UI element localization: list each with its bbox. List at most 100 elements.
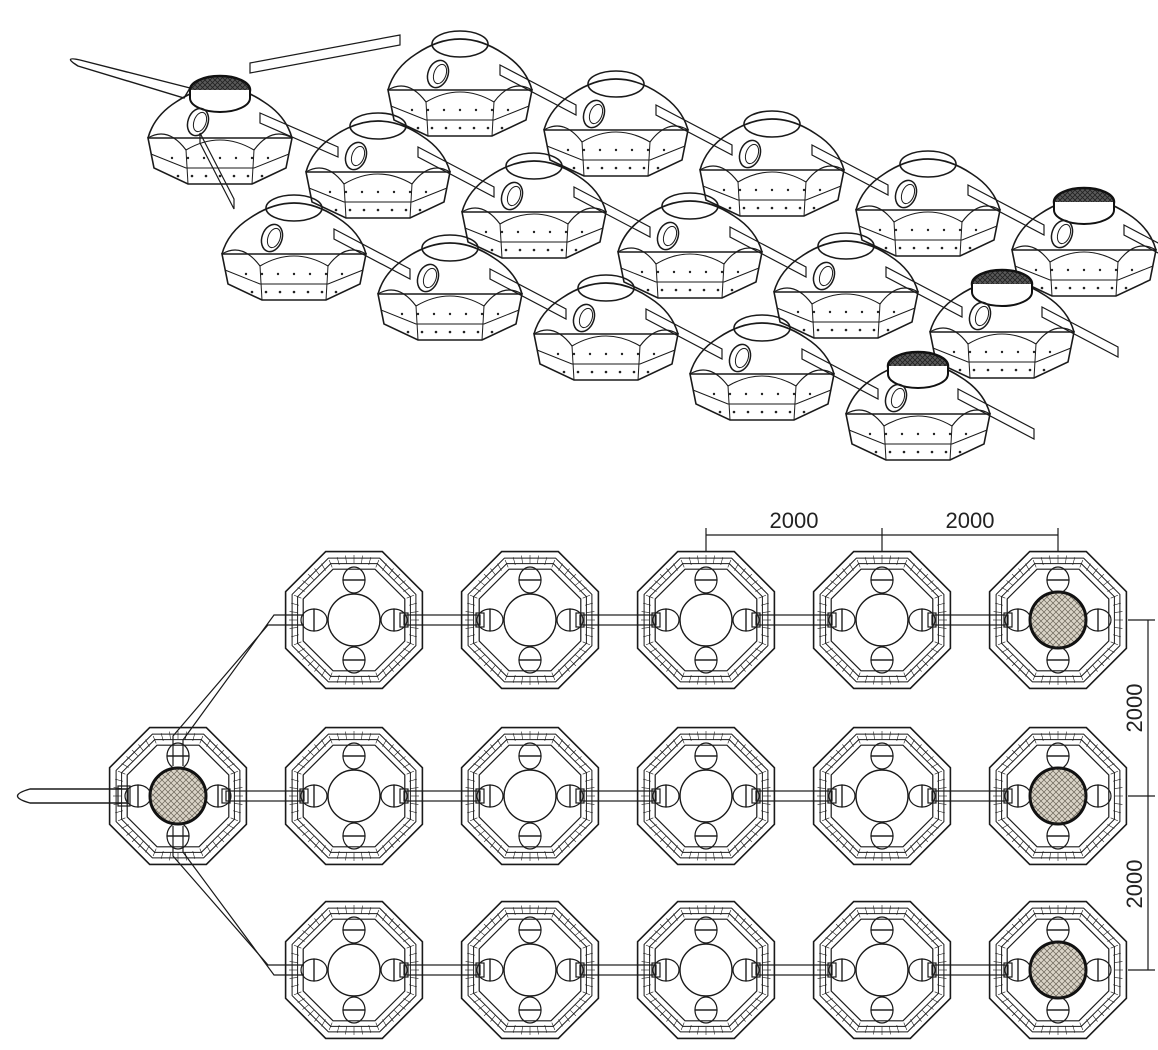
side-port: [500, 181, 524, 211]
pipe-collar: [221, 788, 231, 804]
iso-pipe: [1123, 224, 1158, 254]
port: [1004, 784, 1032, 808]
port: [652, 784, 680, 808]
side-port: [426, 59, 450, 89]
port: [556, 784, 584, 808]
iso-pipe: [729, 226, 807, 278]
plan-module-row-3-col-4: [812, 900, 952, 1040]
filter-cap: [1028, 766, 1088, 826]
port: [694, 646, 718, 674]
port: [342, 996, 366, 1024]
iso-pipe: [801, 348, 879, 400]
iso-module-row-2-col-1: [305, 112, 451, 219]
iso-module-row-1-col-1: [387, 30, 533, 137]
iso-module-row-3-col-5: [845, 350, 991, 461]
module-dome: [773, 240, 919, 293]
port: [518, 822, 542, 850]
port: [1084, 608, 1112, 632]
branch-pipe: [182, 614, 304, 766]
port: [1046, 822, 1070, 850]
side-port: [894, 179, 918, 209]
port: [732, 608, 760, 632]
port: [300, 608, 328, 632]
top-hatch: [661, 192, 719, 220]
module-dome: [387, 38, 533, 91]
side-port: [656, 221, 680, 251]
pipe: [403, 790, 481, 802]
port: [694, 742, 718, 770]
top-hatch: [587, 70, 645, 98]
module-dome: [689, 322, 835, 375]
inlet-nozzle: [16, 788, 129, 804]
pipe: [403, 964, 481, 976]
pipe: [579, 790, 657, 802]
pipe: [931, 964, 1009, 976]
port: [556, 958, 584, 982]
dim-vertical-1: 2000: [1122, 684, 1147, 733]
module-dome: [855, 158, 1001, 211]
plan-module-row-3-col-3: [636, 900, 776, 1040]
port: [556, 608, 584, 632]
port: [694, 822, 718, 850]
iso-pipe: [967, 184, 1045, 236]
iso-module-row-3-col-3: [533, 274, 679, 381]
port: [518, 646, 542, 674]
port: [828, 608, 856, 632]
port: [342, 916, 366, 944]
plan-module-row-1-col-4: [812, 550, 952, 690]
dim-vertical-2: 2000: [1122, 860, 1147, 909]
side-port: [812, 261, 836, 291]
side-port: [582, 99, 606, 129]
dim-horizontal-2: 2000: [946, 508, 995, 533]
port: [732, 784, 760, 808]
plan-module-row-2-col-1: [284, 726, 424, 866]
port: [694, 996, 718, 1024]
iso-pipe: [655, 104, 733, 156]
top-hatch: [349, 112, 407, 140]
plan-module-row-3-col-2: [460, 900, 600, 1040]
top-hatch: [899, 150, 957, 178]
iso-pipe: [333, 228, 411, 280]
iso-pipe: [957, 388, 1035, 440]
module-dome: [461, 160, 607, 213]
iso-pipe: [249, 34, 401, 74]
filter-cap: [1028, 940, 1088, 1000]
port: [300, 784, 328, 808]
iso-pipe: [811, 144, 889, 196]
pipe: [403, 614, 481, 626]
filter-cap: [148, 766, 208, 826]
plan-module-row-3-col-1: [284, 900, 424, 1040]
port: [908, 608, 936, 632]
port: [870, 742, 894, 770]
port: [1046, 996, 1070, 1024]
top-hatch: [733, 314, 791, 342]
port: [870, 646, 894, 674]
side-port: [884, 383, 908, 413]
port: [870, 996, 894, 1024]
pipe: [755, 614, 833, 626]
iso-module-row-2-col-3: [617, 192, 763, 299]
side-port: [186, 107, 210, 137]
side-port: [416, 263, 440, 293]
port: [342, 822, 366, 850]
side-port: [344, 141, 368, 171]
port: [1084, 958, 1112, 982]
top-hatch: [577, 274, 635, 302]
port: [204, 784, 232, 808]
port: [870, 566, 894, 594]
pipe: [931, 790, 1009, 802]
port: [476, 958, 504, 982]
port: [908, 958, 936, 982]
plan-view: [16, 550, 1128, 1040]
iso-module-row-1-col-4: [855, 150, 1001, 257]
iso-pipe: [1041, 306, 1119, 358]
port: [518, 996, 542, 1024]
plan-module-row-3-col-5: [988, 900, 1128, 1040]
iso-module-row-2-col-2: [461, 152, 607, 259]
iso-pipe: [199, 132, 235, 210]
iso-module-row-1-col-2: [543, 70, 689, 177]
port: [1046, 646, 1070, 674]
module-dome: [305, 120, 451, 173]
plan-module-row-1-col-3: [636, 550, 776, 690]
filter-cap: [1028, 590, 1088, 650]
